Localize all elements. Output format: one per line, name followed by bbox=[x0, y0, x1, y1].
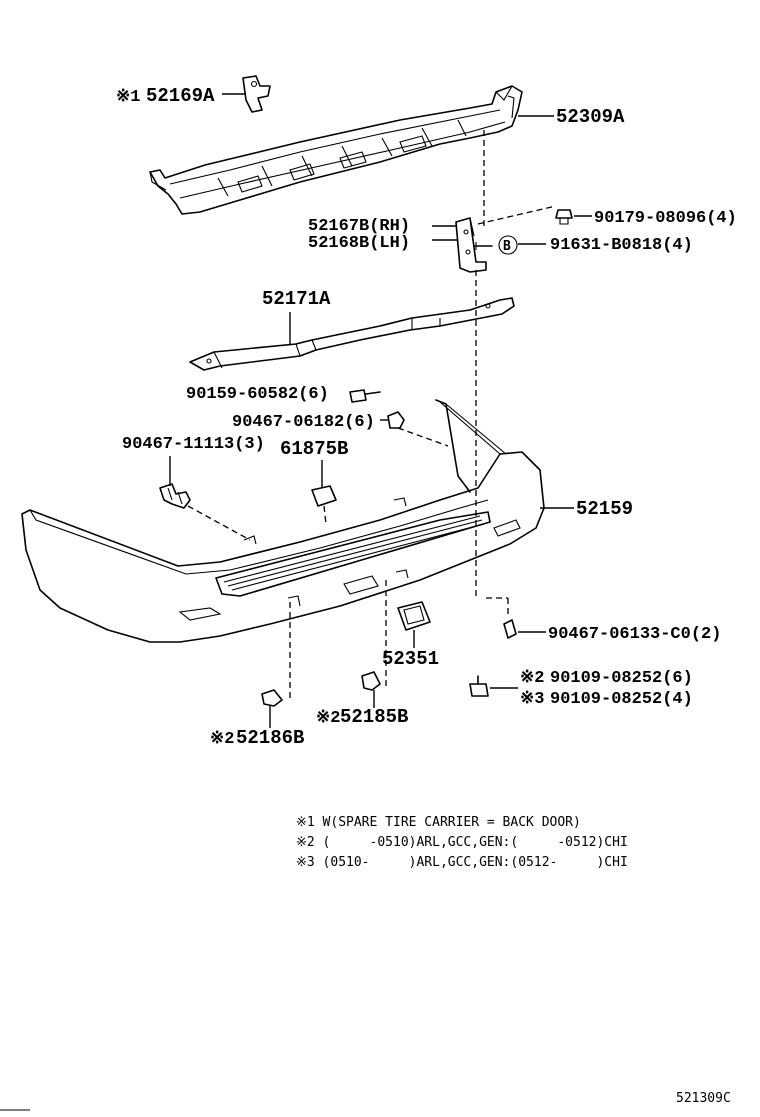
label-52169a: 52169A bbox=[146, 85, 215, 107]
mark-note3-90109: ※3 bbox=[520, 690, 544, 709]
alignment-line-90179 bbox=[477, 205, 557, 225]
label-61875b: 61875B bbox=[280, 438, 348, 460]
alignment-line-61875b bbox=[323, 505, 327, 525]
part-52159-bumper bbox=[21, 399, 545, 643]
label-90467-11113: 90467-11113(3) bbox=[122, 435, 265, 454]
label-52159: 52159 bbox=[576, 498, 633, 520]
part-52171a-reinforcement bbox=[189, 297, 515, 371]
footnote-1: ※1 W(SPARE TIRE CARRIER = BACK DOOR) bbox=[296, 815, 581, 830]
mark-note2-52185b: ※2 bbox=[316, 709, 340, 728]
label-90467-06182: 90467-06182(6) bbox=[232, 413, 375, 432]
label-52351: 52351 bbox=[382, 648, 439, 670]
part-52185b-bracket bbox=[361, 671, 381, 691]
label-52167b: 52167B(RH) bbox=[308, 217, 410, 236]
mark-note2-52186b: ※2 bbox=[210, 730, 234, 749]
part-52169a-bracket bbox=[242, 75, 271, 113]
label-90109-6: 90109-08252(6) bbox=[550, 669, 693, 688]
label-90109-4: 90109-08252(4) bbox=[550, 690, 693, 709]
part-52167b-bracket bbox=[455, 217, 487, 273]
label-52186b: 52186B bbox=[236, 727, 304, 749]
part-52186b-bracket bbox=[261, 689, 283, 707]
label-52168b: 52168B(LH) bbox=[308, 234, 410, 253]
label-90159: 90159-60582(6) bbox=[186, 385, 329, 404]
label-91631: 91631-B0818(4) bbox=[550, 236, 693, 255]
mark-note2-90109: ※2 bbox=[520, 669, 544, 688]
part-52351-pad bbox=[397, 601, 431, 631]
label-52185b: 52185B bbox=[340, 706, 408, 728]
label-90179: 90179-08096(4) bbox=[594, 209, 737, 228]
footnote-2: ※2 ( -0510)ARL,GCC,GEN:( -0512)CHI bbox=[296, 835, 628, 850]
part-90467-06133-clip bbox=[503, 619, 517, 639]
label-52309a: 52309A bbox=[556, 106, 625, 128]
mark-note1-52169a: ※1 bbox=[116, 88, 140, 107]
alignment-line-06182 bbox=[397, 427, 449, 447]
label-52171a: 52171A bbox=[262, 288, 331, 310]
part-90179-nut bbox=[555, 209, 573, 225]
part-90467-11113-clip bbox=[159, 483, 191, 509]
part-61875b-cap bbox=[311, 485, 337, 507]
diagram-code: 521309C bbox=[676, 1091, 731, 1106]
callout-b-letter: B bbox=[503, 239, 511, 254]
part-90109-bolt bbox=[469, 675, 489, 697]
part-91631-bolt bbox=[473, 242, 493, 250]
part-90159-bolt bbox=[349, 389, 381, 403]
callout-circle-b bbox=[498, 235, 518, 255]
footnotes: ※1 W(SPARE TIRE CARRIER = BACK DOOR) ※2 … bbox=[296, 815, 628, 870]
part-52309a-carrier bbox=[149, 85, 523, 215]
alignment-line-11113 bbox=[187, 505, 251, 541]
part-90467-06182-clip bbox=[387, 411, 405, 429]
footnote-3: ※3 (0510- )ARL,GCC,GEN:(0512- )CHI bbox=[296, 855, 628, 870]
label-90467-06133: 90467-06133-C0(2) bbox=[548, 625, 721, 644]
